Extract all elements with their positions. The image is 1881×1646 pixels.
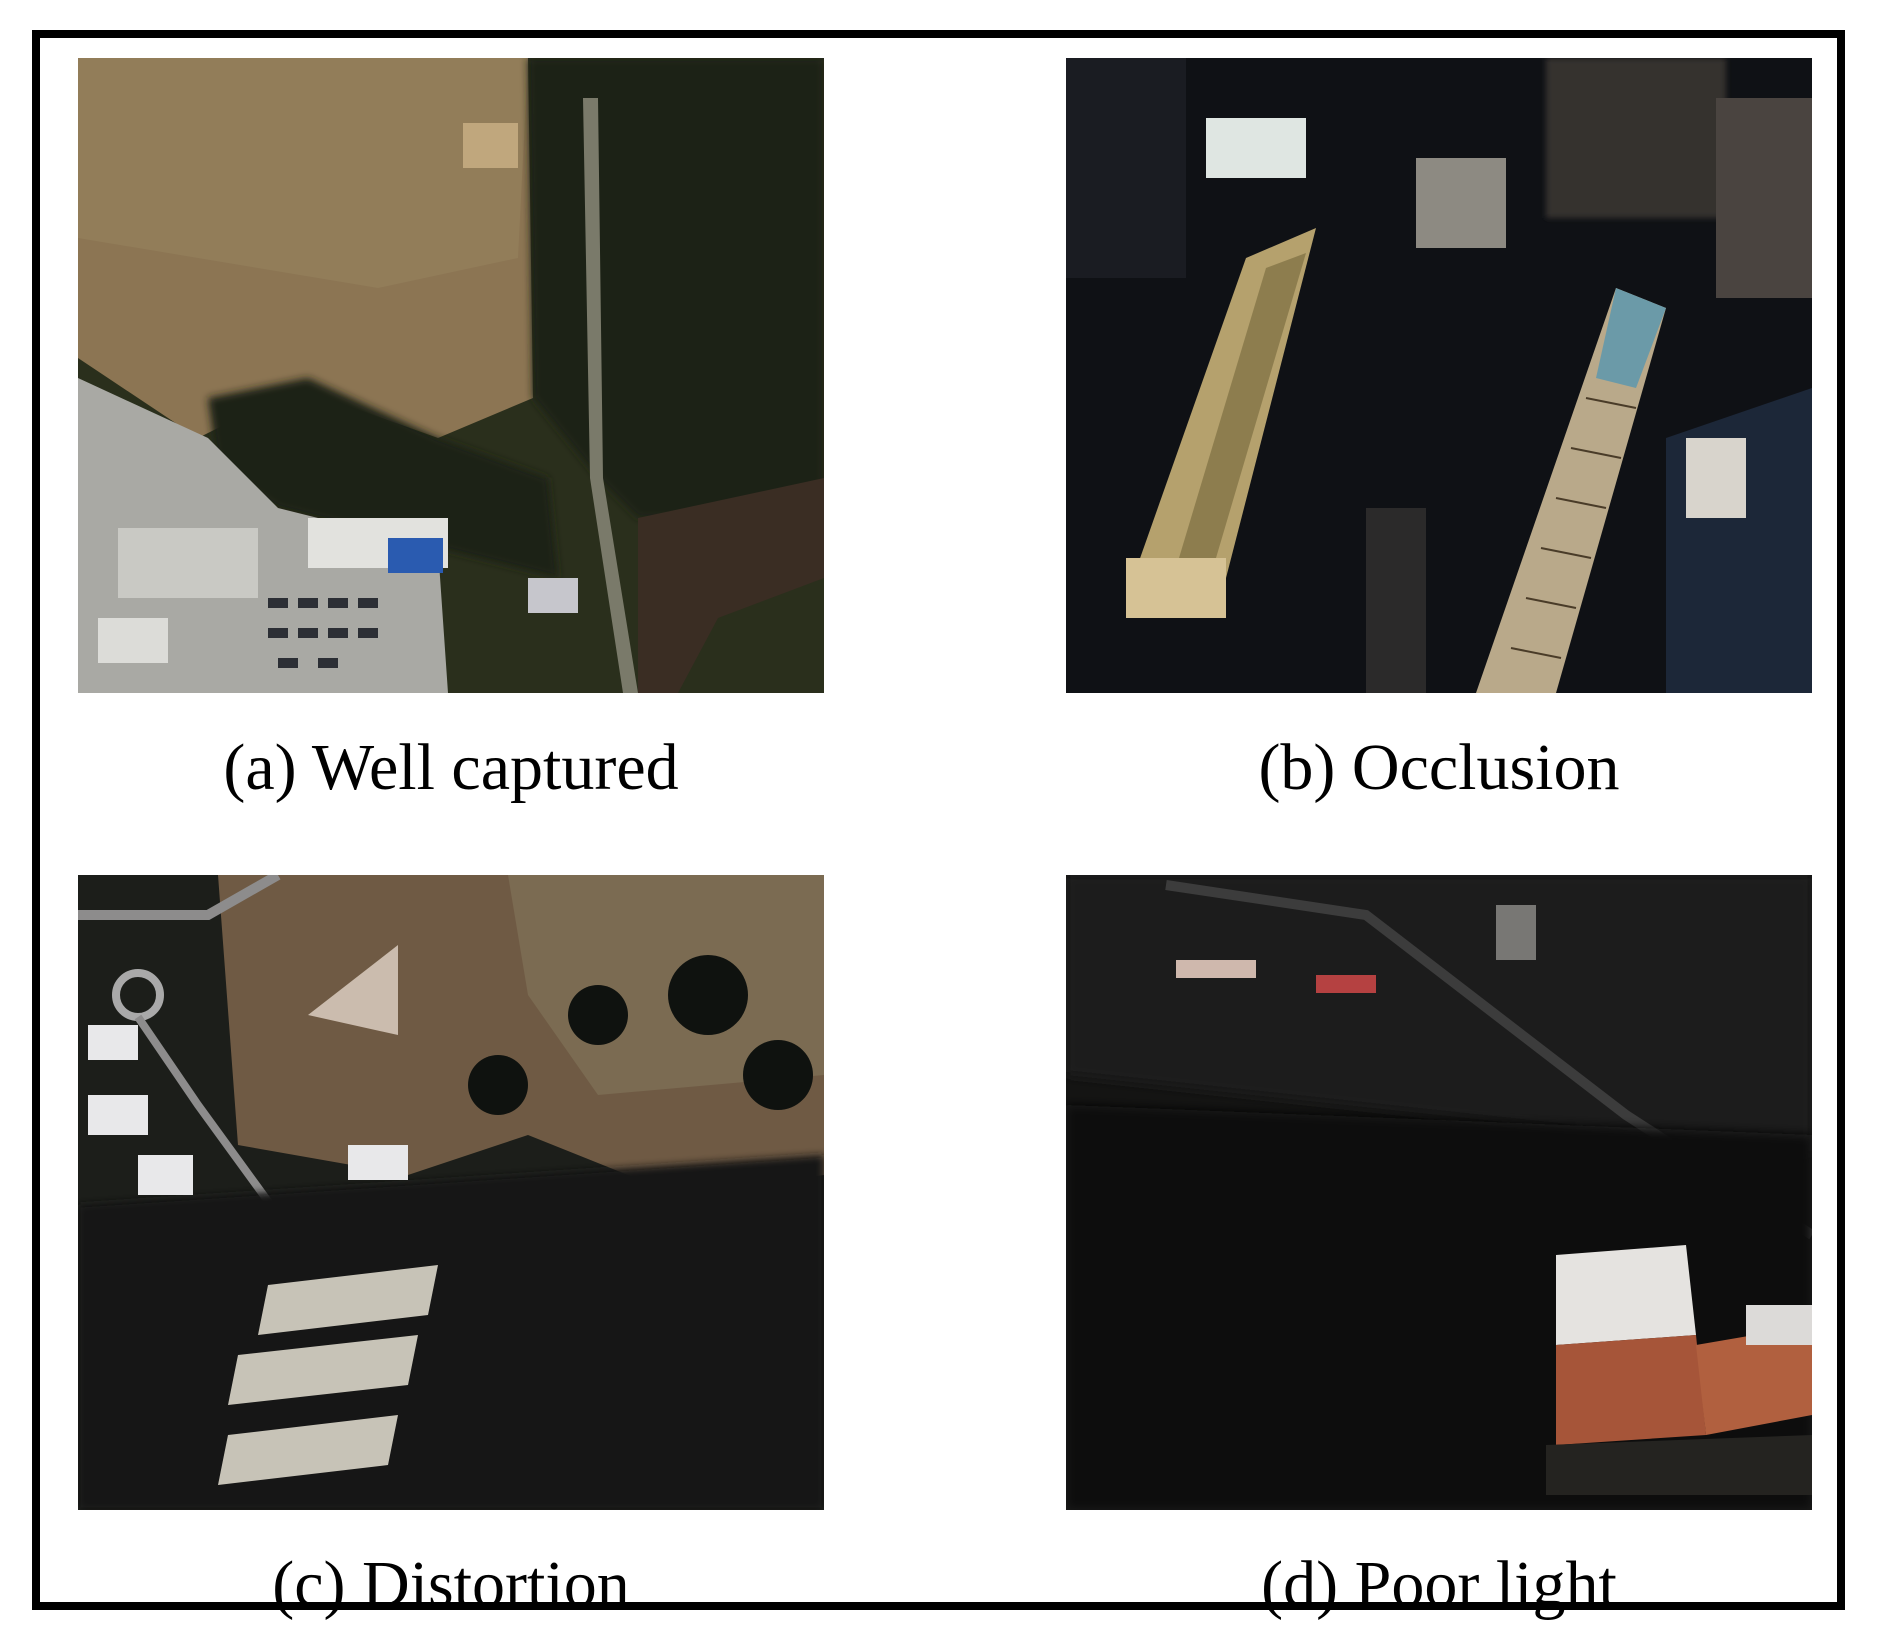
aerial-image-distortion [78, 875, 824, 1510]
aerial-image-well-captured [78, 58, 824, 693]
aerial-image-poor-light [1066, 875, 1812, 1510]
caption-c: (c) Distortion [272, 1548, 630, 1621]
caption-a: (a) Well captured [223, 731, 679, 804]
aerial-image-occlusion [1066, 58, 1812, 693]
caption-b: (b) Occlusion [1258, 731, 1620, 804]
caption-d: (d) Poor light [1261, 1548, 1617, 1621]
